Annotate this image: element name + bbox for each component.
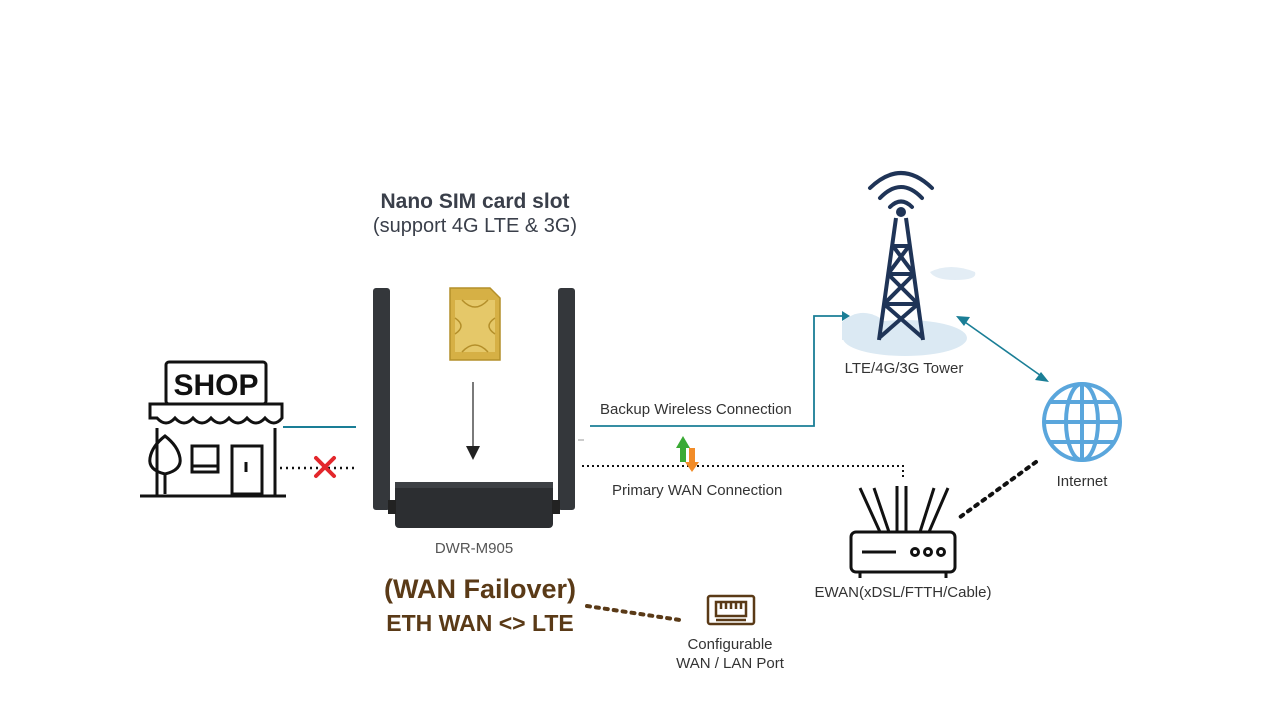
globe-icon xyxy=(1042,382,1122,462)
tower-label: LTE/4G/3G Tower xyxy=(844,360,964,377)
failover-port-link xyxy=(585,604,682,622)
backup-connection-label: Backup Wireless Connection xyxy=(600,401,792,418)
failover-arrows-icon xyxy=(676,436,699,472)
ewan-label: EWAN(xDSL/FTTH/Cable) xyxy=(814,584,992,601)
primary-wan-line xyxy=(582,465,904,478)
lte-tower-icon xyxy=(842,171,976,356)
sim-slot-title: Nano SIM card slot xyxy=(380,190,570,213)
router-dwr-m905-image xyxy=(373,288,584,528)
primary-connection-label: Primary WAN Connection xyxy=(612,482,783,499)
ethernet-port-icon xyxy=(706,594,756,626)
insert-arrow-icon xyxy=(466,382,480,460)
ewan-modem-icon xyxy=(849,486,957,578)
shop-icon xyxy=(140,360,286,498)
router-model-label: DWR-M905 xyxy=(434,540,514,557)
backup-arrow-head xyxy=(842,311,850,321)
internet-ewan-link xyxy=(954,460,1038,522)
wan-failover-title: (WAN Failover) xyxy=(383,574,577,604)
shop-sign-text: SHOP xyxy=(173,369,258,402)
sim-card-icon xyxy=(449,287,501,361)
eth-wan-lte-subtitle: ETH WAN <> LTE xyxy=(386,610,574,636)
internet-label: Internet xyxy=(1056,473,1108,490)
port-label-line2: WAN / LAN Port xyxy=(676,655,784,672)
tower-internet-link xyxy=(956,316,1049,382)
failed-x-icon xyxy=(314,456,336,478)
port-label-line1: Configurable xyxy=(687,636,773,653)
backup-connection-line xyxy=(590,315,846,427)
sim-slot-subtitle: (support 4G LTE & 3G) xyxy=(372,215,578,237)
